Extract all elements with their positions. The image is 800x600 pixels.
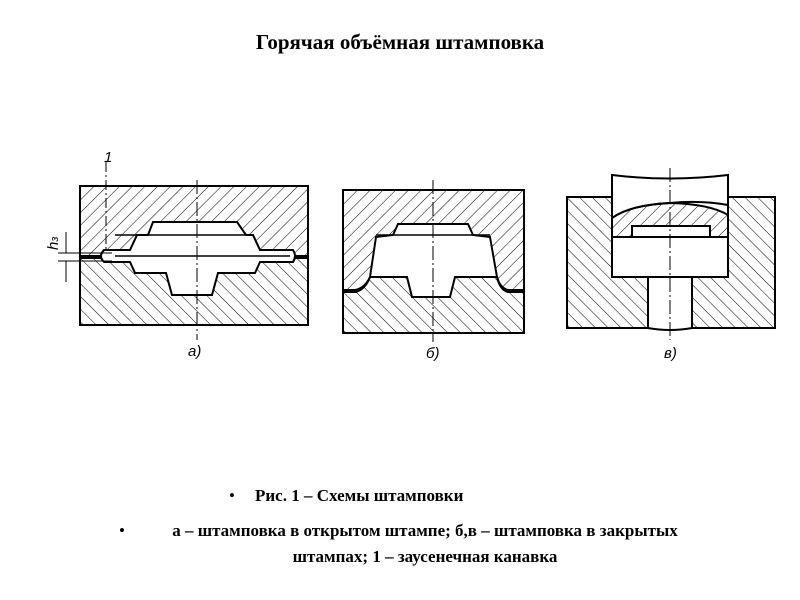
upper-die xyxy=(342,189,525,291)
caption-item: • а – штамповка в открытом штампе; б,в –… xyxy=(119,518,705,570)
flash-gap-dimension: hз xyxy=(45,237,62,250)
closed-die-figure-b xyxy=(342,180,525,342)
label-b: б) xyxy=(426,345,439,362)
caption-item: • Рис. 1 – Схемы штамповки xyxy=(229,486,464,505)
slide-title: Горячая объёмная штамповка xyxy=(255,30,545,54)
label-a: а) xyxy=(188,343,201,360)
label-v: в) xyxy=(664,345,677,362)
lower-die xyxy=(342,276,525,334)
open-die-figure xyxy=(58,162,309,340)
forging xyxy=(100,221,296,296)
caption-list: • Рис. 1 – Схемы штамповки • а – штампов… xyxy=(0,486,800,566)
bullet-icon: • xyxy=(119,521,125,540)
callout-1: 1 xyxy=(104,149,112,166)
closed-die-figure-v xyxy=(566,168,776,340)
bullet-icon: • xyxy=(229,486,235,505)
